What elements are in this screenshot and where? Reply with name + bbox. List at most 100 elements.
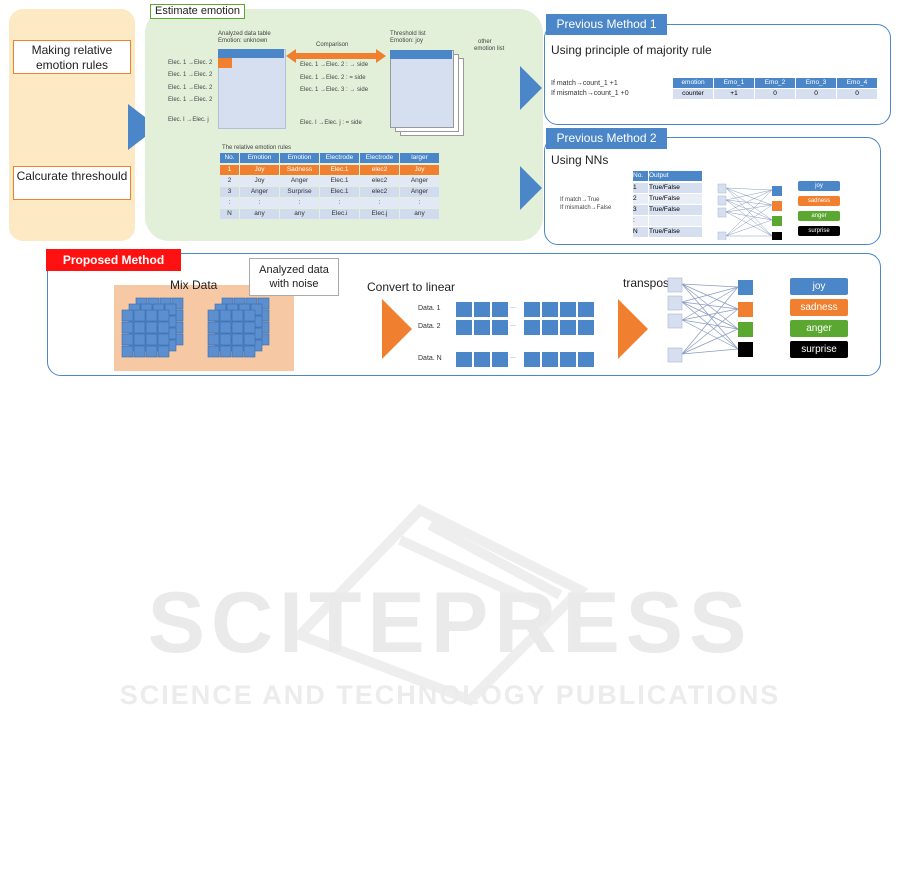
data-cube — [133, 321, 146, 334]
input-node — [717, 195, 727, 206]
network-edge — [681, 283, 739, 288]
watermark-subtitle: SCIENCE AND TECHNOLOGY PUBLICATIONS — [119, 680, 781, 710]
prev1-cond1: If match→count_1 +1 — [551, 80, 618, 87]
data-row-label: Data. 1 — [418, 305, 441, 312]
rules-cell: 3 — [220, 187, 239, 197]
output-cell: : — [633, 216, 648, 226]
data-cube — [250, 303, 263, 316]
right-arrow — [382, 299, 412, 359]
data-cell — [474, 302, 490, 317]
data-cell — [456, 320, 472, 335]
elec-row: Elec. I →Elec. j — [168, 117, 209, 123]
rules-cell: : — [280, 198, 319, 208]
data-cube — [121, 321, 134, 334]
data-cubes — [121, 297, 270, 358]
making-rules-box: Making relative emotion rules — [13, 40, 131, 74]
data-cube — [145, 321, 158, 334]
other-label-2: emotion list — [474, 46, 505, 52]
emotion-label: anger — [798, 211, 840, 221]
network-edge — [681, 319, 739, 330]
rules-cell: elec2 — [360, 165, 399, 175]
ellipsis: ··· — [510, 323, 516, 329]
data-row-label: Data. 2 — [418, 323, 441, 330]
data-cube — [171, 321, 184, 334]
emotion-label: joy — [798, 181, 840, 191]
data-cell — [524, 302, 540, 317]
network-edge — [725, 199, 773, 237]
data-cube — [171, 297, 184, 310]
data-cube — [133, 309, 146, 322]
rules-header-cell: Electrode — [320, 153, 359, 163]
threshold-grid — [390, 50, 454, 128]
threshold-subtitle: Emotion: joy — [390, 38, 424, 44]
rules-cell: elec2 — [360, 176, 399, 186]
data-cube — [219, 309, 232, 322]
rules-cell: N — [220, 209, 239, 219]
threshold-box: Calcurate threshould — [13, 166, 131, 200]
cmp-row: Elec. 1 →Elec. 2 : = side — [300, 75, 366, 81]
rules-cell: Joy — [400, 165, 439, 175]
prev1-panel — [544, 24, 891, 125]
network-edge — [681, 283, 739, 350]
data-cell — [492, 352, 508, 367]
network-edge — [681, 283, 739, 330]
data-cell — [474, 352, 490, 367]
mix-data-label: Mix Data — [170, 278, 218, 292]
data-cube — [231, 345, 244, 358]
network-edge — [725, 204, 773, 213]
rules-cell: any — [240, 209, 279, 219]
data-cube — [157, 309, 170, 322]
output-cell: True/False — [649, 183, 702, 193]
network-edge — [681, 308, 739, 355]
data-cell — [578, 352, 594, 367]
data-cube — [250, 327, 263, 340]
prev2-panel — [544, 137, 881, 245]
noise-box: Analyzed data with noise — [249, 258, 339, 296]
emotion-label: surprise — [790, 341, 848, 358]
data-row-label: Data. N — [418, 355, 442, 362]
data-cell — [578, 302, 594, 317]
data-cell — [542, 352, 558, 367]
input-node — [717, 183, 727, 194]
data-cube — [171, 309, 184, 322]
network-edge — [681, 328, 739, 355]
data-cube — [171, 333, 184, 346]
data-cell — [542, 302, 558, 317]
input-node — [667, 347, 683, 363]
network-edge — [681, 319, 739, 350]
data-cell — [492, 302, 508, 317]
rules-cell: Surprise — [280, 187, 319, 197]
network-edge — [725, 199, 773, 221]
rules-cell: any — [280, 209, 319, 219]
analyzed-grid-header — [218, 49, 284, 58]
network-edge — [681, 308, 739, 321]
prev1-cond2: If mismatch→count_1 +0 — [551, 90, 629, 97]
output-cell: 1 — [633, 183, 648, 193]
other-label: other — [478, 39, 492, 45]
data-cube — [133, 345, 146, 358]
analyzed-subtitle: Emotion: unknown — [218, 38, 268, 44]
network-edge — [725, 211, 773, 221]
data-cube — [121, 333, 134, 346]
output-node — [738, 280, 753, 295]
rules-header-cell: Emotion — [280, 153, 319, 163]
counter-cell: 0 — [837, 89, 877, 99]
rules-cell: Elec.i — [320, 209, 359, 219]
ellipsis: ··· — [510, 305, 516, 311]
right-arrow — [520, 166, 542, 210]
elec-row: Elec. 1 →Elec. 2 — [168, 60, 213, 66]
output-node — [772, 232, 782, 240]
right-arrow — [618, 299, 648, 359]
output-cell: 2 — [633, 194, 648, 204]
data-cell — [560, 352, 576, 367]
output-cell: True/False — [649, 205, 702, 215]
counter-cell: counter — [673, 89, 713, 99]
input-node — [717, 231, 727, 240]
data-cube — [250, 339, 263, 352]
network-edge — [681, 286, 739, 355]
data-cube — [219, 345, 232, 358]
data-cube — [231, 309, 244, 322]
rules-header-cell: larger — [400, 153, 439, 163]
